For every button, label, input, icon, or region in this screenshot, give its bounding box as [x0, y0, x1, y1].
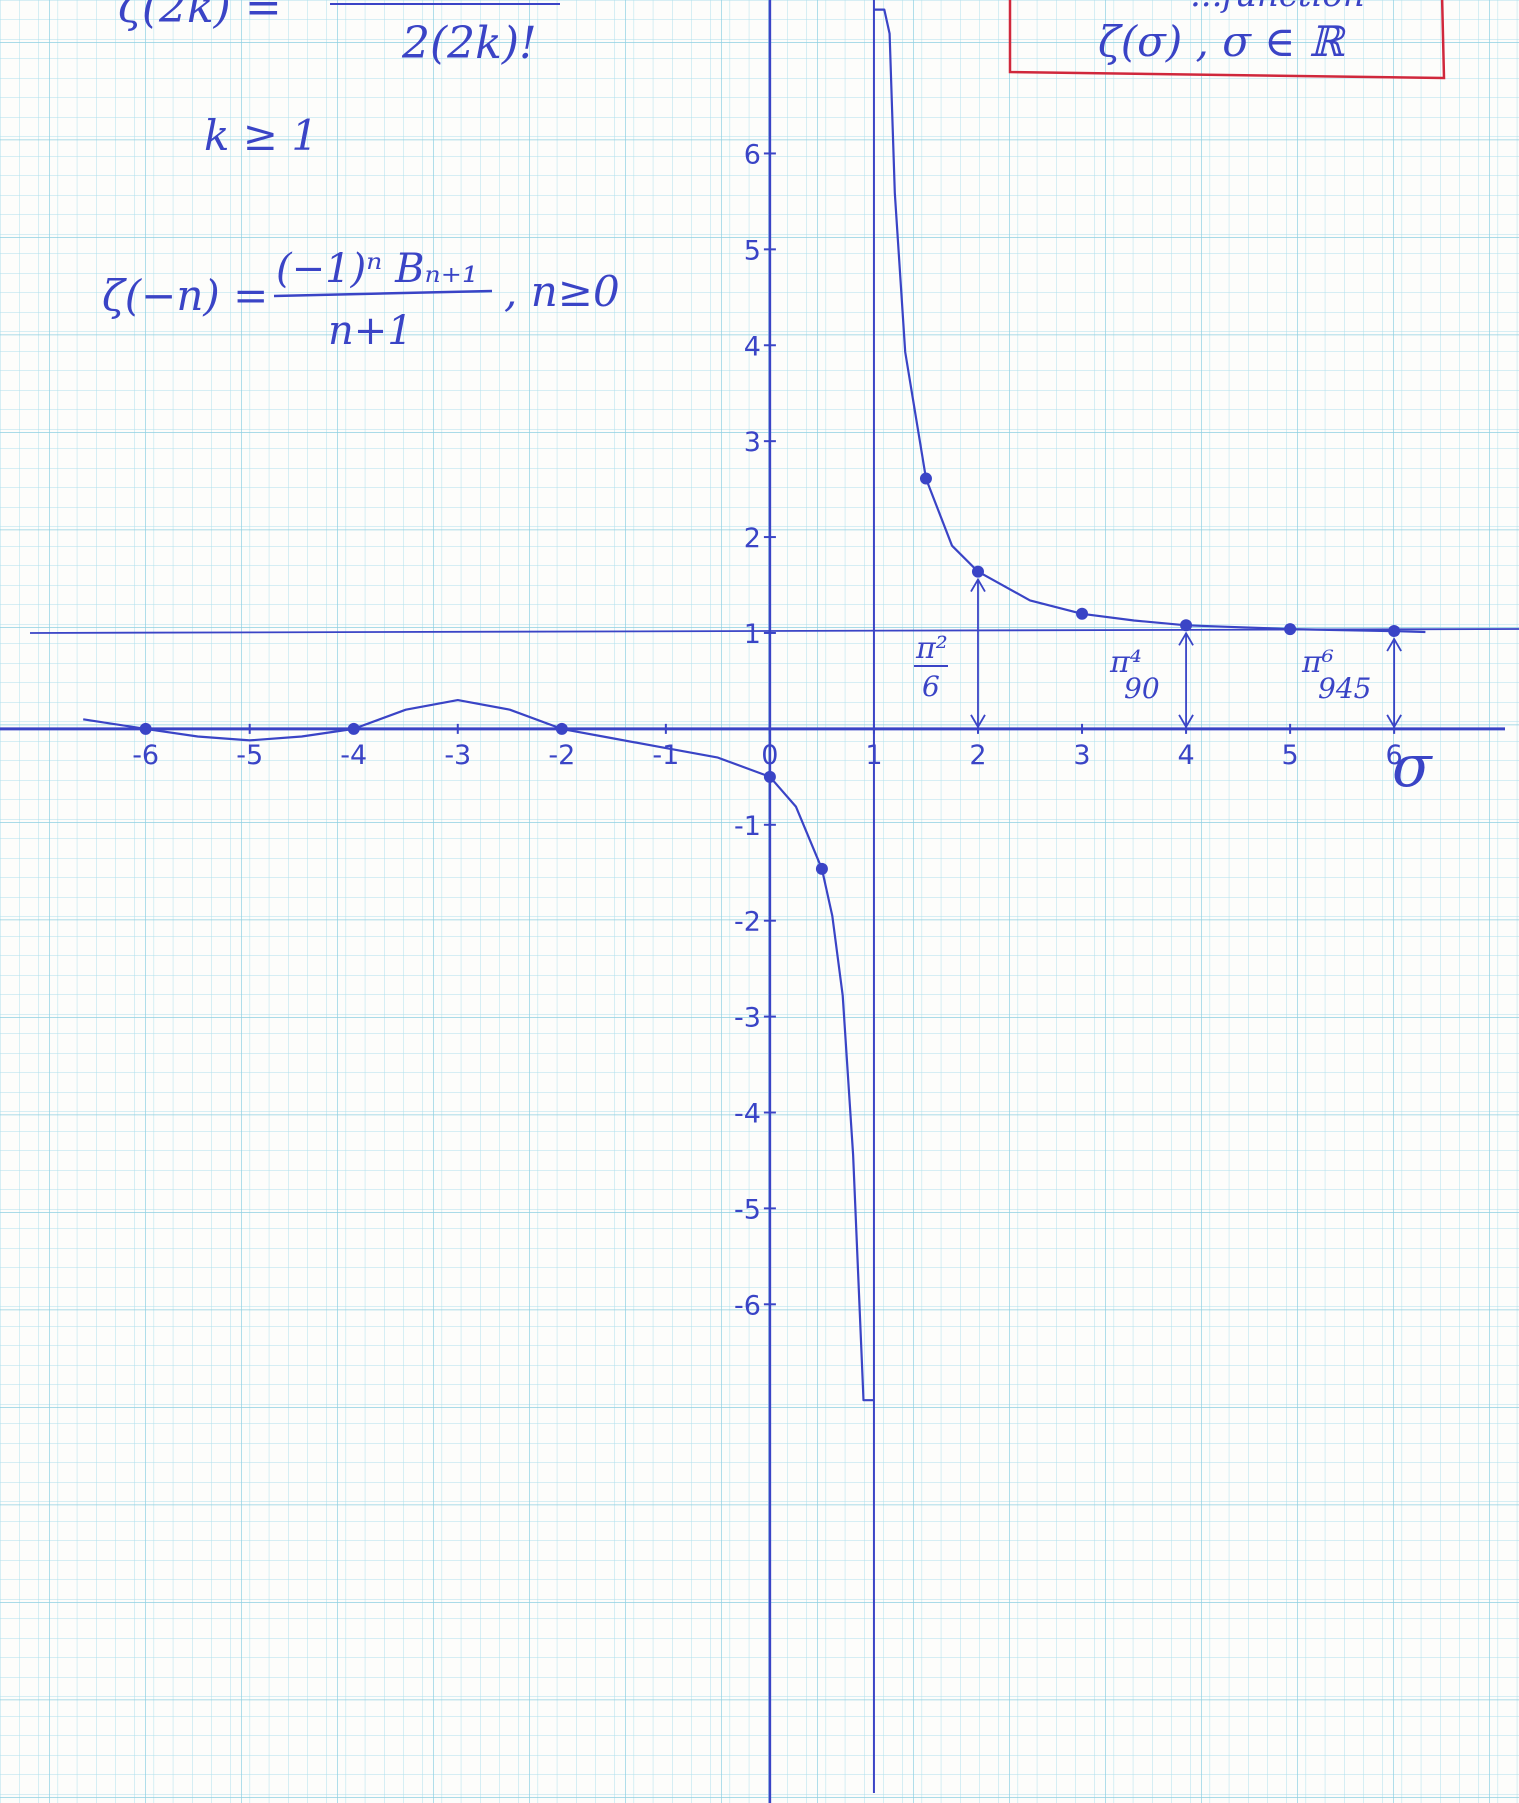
horizontal-asymptote — [29, 628, 1519, 634]
annotation-zeta-6-numerator: π⁶ — [1301, 645, 1334, 680]
data-point — [1076, 607, 1089, 620]
value-arrow-head-down — [970, 714, 986, 729]
annotation-zeta-2: π² 6 — [914, 631, 948, 703]
y-tick-label: -3 — [734, 1003, 761, 1034]
y-tick-label: 6 — [744, 139, 761, 170]
formula-zeta-neg-condition: , n≥0 — [504, 267, 620, 316]
x-tick-label: -3 — [444, 740, 471, 771]
annotation-zeta-6-denominator: 945 — [1318, 672, 1371, 705]
x-tick-label: 1 — [865, 740, 882, 771]
data-point — [919, 472, 932, 485]
x-tick-label: -2 — [548, 740, 575, 771]
data-point — [555, 722, 568, 735]
data-point — [1284, 623, 1297, 636]
zeta-curve-branch-1 — [83, 699, 874, 1402]
data-point — [815, 862, 828, 875]
y-tick-label: 4 — [744, 331, 761, 362]
y-tick-label: 5 — [744, 235, 761, 266]
formula-zeta-2k-denominator: 2(2k)! — [401, 18, 537, 69]
x-tick-label: 0 — [761, 740, 778, 771]
y-tick-label: -1 — [734, 811, 761, 842]
x-tick-label: 6 — [1386, 740, 1403, 771]
annotation-zeta-2-numerator: π² — [915, 631, 948, 666]
value-arrow-head-down — [1178, 714, 1194, 729]
data-point — [763, 770, 776, 783]
data-point — [139, 722, 152, 735]
data-point — [1388, 625, 1401, 638]
value-arrow-head-up — [970, 577, 986, 593]
curves — [83, 8, 1426, 1402]
formula-k-condition: k ≥ 1 — [204, 111, 318, 160]
x-tick-label: 4 — [1177, 740, 1194, 771]
title-box-partial-text: ...function — [1190, 0, 1365, 15]
y-tick-label: -5 — [734, 1194, 761, 1225]
x-tick-label: -1 — [652, 740, 679, 771]
value-arrow-head-down — [1386, 714, 1402, 729]
x-axis-label: σ — [1392, 732, 1433, 800]
x-tick-label: 5 — [1282, 740, 1299, 771]
y-tick-label: -4 — [734, 1098, 761, 1129]
formula-zeta-neg-denominator: n+1 — [328, 308, 413, 354]
y-tick-label: 1 — [744, 619, 761, 650]
y-tick-label: -2 — [734, 907, 761, 938]
data-point — [1180, 619, 1193, 632]
value-arrow-head-up — [1386, 637, 1402, 652]
annotation-zeta-4: π⁴ 90 — [1109, 645, 1160, 705]
zeta-curve-branch-2 — [873, 8, 1426, 634]
title-box-border — [1008, 0, 1446, 80]
value-arrows — [970, 577, 1402, 729]
data-point — [347, 722, 360, 735]
y-tick-label: 2 — [744, 523, 761, 554]
y-tick-label: 3 — [744, 427, 761, 458]
asymptotes — [29, 0, 1519, 1793]
y-tick-label: -6 — [734, 1290, 761, 1321]
marked-points — [139, 472, 1401, 875]
annotation-zeta-2-denominator: 6 — [922, 670, 940, 703]
formula-zeta-neg-lhs: ζ(−n) = — [102, 271, 268, 320]
formula-zeta-2k-lhs: ζ(2k) = — [118, 0, 282, 33]
tick-labels: -6 -5 -4 -3 -2 -1 0 1 2 3 4 5 6 -6 -5 -4 -3 -2 -1 1 2 3 4 5 6 — [132, 139, 1403, 1321]
x-tick-label: 3 — [1073, 740, 1090, 771]
x-tick-label: -5 — [236, 740, 263, 771]
data-point — [971, 565, 984, 578]
x-tick-label: -4 — [340, 740, 367, 771]
title-box-label: ζ(σ) , σ ∈ ℝ — [1098, 17, 1347, 66]
formula-zeta-neg-fraction-bar — [273, 289, 493, 298]
annotation-zeta-4-numerator: π⁴ — [1109, 645, 1142, 680]
formula-zeta-neg-numerator: (−1)ⁿ Bₙ₊₁ — [276, 246, 478, 292]
value-arrow-head-up — [1178, 631, 1194, 646]
x-tick-label: 2 — [969, 740, 986, 771]
annotation-zeta-4-denominator: 90 — [1124, 672, 1160, 705]
annotation-zeta-6: π⁶ 945 — [1301, 645, 1371, 705]
x-tick-label: -6 — [132, 740, 159, 771]
